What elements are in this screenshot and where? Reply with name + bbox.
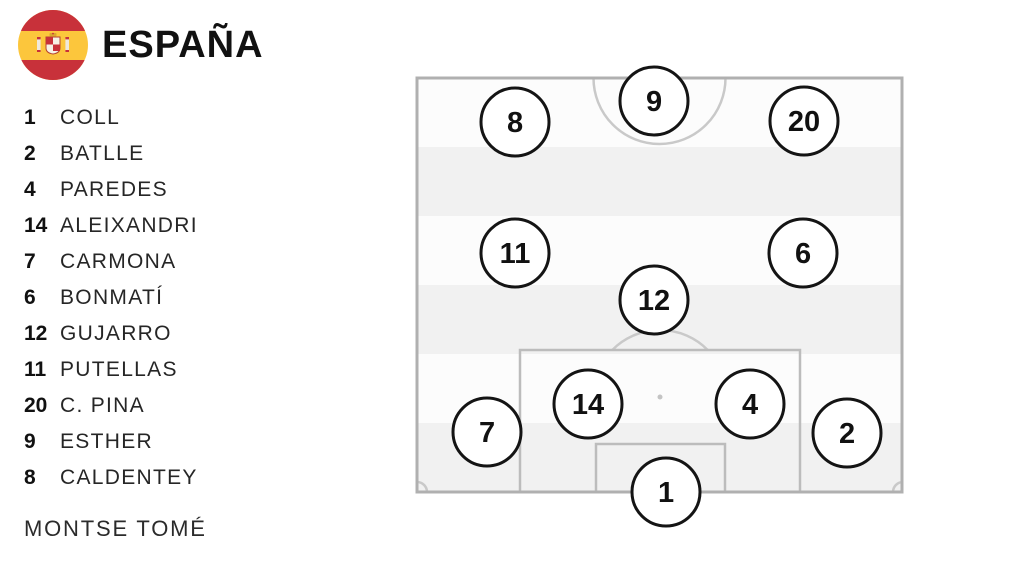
- squad-row: 4 PAREDES: [24, 172, 198, 208]
- marker-number: 11: [500, 238, 531, 270]
- marker-number: 8: [507, 107, 523, 139]
- player-marker: 6: [767, 217, 839, 289]
- player-name: ALEIXANDRI: [60, 214, 198, 237]
- player-number: 6: [24, 286, 36, 309]
- penalty-spot: [657, 394, 663, 400]
- player-name: C. PINA: [60, 394, 145, 417]
- country-title: ESPAÑA: [102, 23, 264, 66]
- squad-row: 11 PUTELLAS: [24, 352, 198, 388]
- player-marker: 20: [768, 85, 840, 157]
- squad-row: 7 CARMONA: [24, 244, 198, 280]
- spain-flag-icon: [18, 10, 88, 80]
- player-number: 1: [24, 106, 36, 129]
- player-number: 20: [24, 394, 48, 417]
- marker-number: 9: [646, 86, 662, 118]
- player-number: 14: [24, 214, 48, 237]
- player-number: 2: [24, 142, 36, 165]
- player-marker: 9: [618, 65, 690, 137]
- player-name: COLL: [60, 106, 121, 129]
- squad-row: 9 ESTHER: [24, 424, 198, 460]
- player-number: 9: [24, 430, 36, 453]
- player-name: ESTHER: [60, 430, 153, 453]
- player-number: 4: [24, 178, 36, 201]
- coach-name: MONTSE TOMÉ: [24, 516, 207, 541]
- player-marker: 14: [552, 368, 624, 440]
- marker-number: 20: [788, 106, 820, 138]
- marker-number: 12: [638, 285, 670, 317]
- player-name: GUJARRO: [60, 322, 172, 345]
- player-name: PAREDES: [60, 178, 168, 201]
- player-marker: 2: [811, 397, 883, 469]
- marker-number: 14: [572, 389, 604, 421]
- header: ESPAÑA: [18, 10, 264, 80]
- player-marker: 4: [714, 368, 786, 440]
- pitch-diagram: 8 9 20 11 6 12 14 4 7 2 1: [415, 65, 904, 528]
- player-marker: 11: [479, 217, 551, 289]
- player-name: BONMATÍ: [60, 286, 164, 309]
- squad-list: 1 COLL 2 BATLLE 4 PAREDES 14 ALEIXANDRI 7 CAR…: [24, 100, 198, 496]
- marker-number: 1: [658, 477, 674, 509]
- center-circle-half: [592, 77, 727, 146]
- squad-row: 6 BONMATÍ: [24, 280, 198, 316]
- squad-row: 14 ALEIXANDRI: [24, 208, 198, 244]
- marker-number: 7: [479, 417, 495, 449]
- player-name: CALDENTEY: [60, 466, 198, 489]
- player-number: 11: [24, 358, 47, 381]
- player-marker: 1: [630, 456, 702, 528]
- player-marker: 7: [451, 396, 523, 468]
- squad-row: 1 COLL: [24, 100, 198, 136]
- marker-number: 4: [742, 389, 758, 421]
- squad-row: 8 CALDENTEY: [24, 460, 198, 496]
- player-name: CARMONA: [60, 250, 177, 273]
- player-number: 7: [24, 250, 36, 273]
- squad-row: 2 BATLLE: [24, 136, 198, 172]
- player-marker: 12: [618, 264, 690, 336]
- player-name: PUTELLAS: [60, 358, 178, 381]
- player-name: BATLLE: [60, 142, 145, 165]
- player-number: 12: [24, 322, 48, 345]
- squad-row: 20 C. PINA: [24, 388, 198, 424]
- marker-number: 6: [795, 238, 811, 270]
- player-number: 8: [24, 466, 36, 489]
- squad-row: 12 GUJARRO: [24, 316, 198, 352]
- player-marker: 8: [479, 86, 551, 158]
- marker-number: 2: [839, 418, 855, 450]
